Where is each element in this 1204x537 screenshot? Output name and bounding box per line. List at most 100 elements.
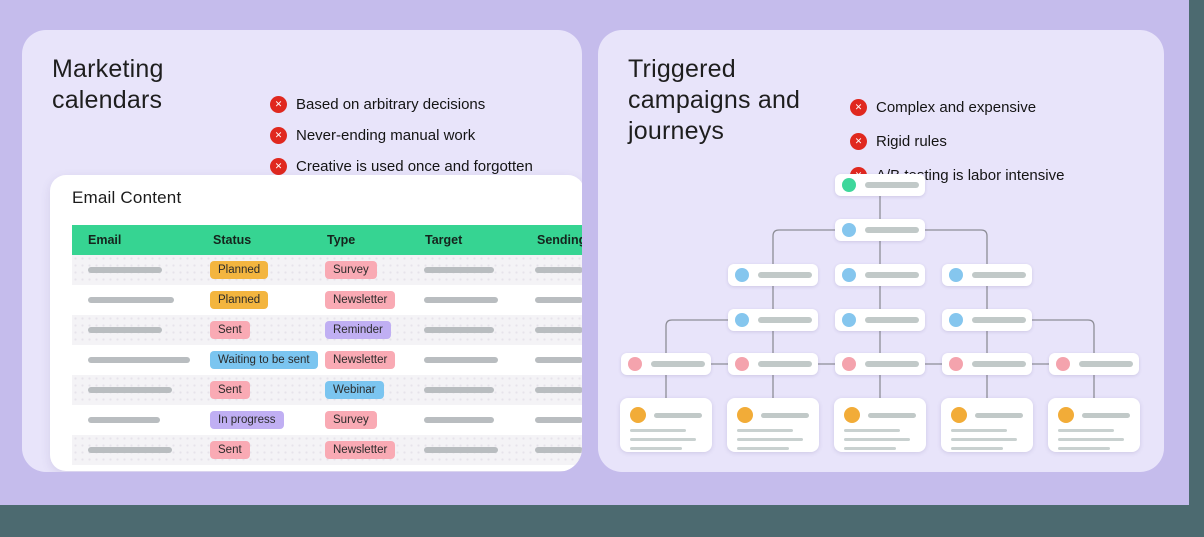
connector-line bbox=[925, 229, 988, 264]
journey-step-node bbox=[728, 353, 818, 375]
node-label-placeholder bbox=[972, 361, 1026, 367]
node-label-placeholder bbox=[865, 272, 919, 278]
type-badge: Newsletter bbox=[325, 441, 396, 459]
email-placeholder-bar bbox=[88, 267, 162, 273]
blue-status-dot-icon bbox=[842, 223, 856, 237]
card-text-placeholder bbox=[951, 438, 1017, 441]
sending-placeholder-bar bbox=[535, 447, 582, 453]
node-label-placeholder bbox=[1079, 361, 1133, 367]
card-title-placeholder bbox=[868, 412, 916, 418]
journey-detail-card bbox=[834, 398, 926, 452]
card-text-placeholder bbox=[844, 447, 896, 450]
orange-status-dot-icon bbox=[630, 407, 646, 423]
card-text-placeholder bbox=[630, 447, 682, 450]
card-text-placeholder bbox=[737, 429, 793, 432]
card-text-placeholder bbox=[630, 438, 696, 441]
column-header-sending: Sending bbox=[537, 233, 582, 247]
card-text-placeholder bbox=[737, 447, 789, 450]
node-label-placeholder bbox=[865, 182, 919, 188]
connector-line bbox=[665, 319, 728, 353]
card-text-placeholder bbox=[1058, 429, 1114, 432]
email-content-title: Email Content bbox=[72, 188, 182, 207]
target-placeholder-bar bbox=[424, 387, 494, 393]
pink-status-dot-icon bbox=[628, 357, 642, 371]
email-placeholder-bar bbox=[88, 387, 172, 393]
x-circle-icon: ✕ bbox=[270, 96, 287, 113]
x-circle-icon: ✕ bbox=[850, 132, 867, 150]
journey-step-node bbox=[835, 353, 925, 375]
card-text-placeholder bbox=[951, 447, 1003, 450]
type-badge: Webinar bbox=[325, 381, 384, 399]
card-title-placeholder bbox=[975, 412, 1023, 418]
node-label-placeholder bbox=[865, 227, 919, 233]
campaign-drawbacks-list: ✕Complex and expensive✕Rigid rules✕A/B t… bbox=[850, 90, 1064, 192]
type-badge: Newsletter bbox=[325, 291, 396, 309]
target-placeholder-bar bbox=[424, 357, 498, 363]
x-circle-icon: ✕ bbox=[270, 158, 287, 175]
type-badge: Newsletter bbox=[325, 351, 396, 369]
x-circle-icon: ✕ bbox=[850, 98, 867, 116]
sending-placeholder-bar bbox=[535, 387, 582, 393]
email-placeholder-bar bbox=[88, 447, 172, 453]
journey-flowchart bbox=[598, 30, 1164, 472]
blue-status-dot-icon bbox=[735, 313, 749, 327]
pink-status-dot-icon bbox=[1056, 357, 1070, 371]
sending-placeholder-bar bbox=[535, 357, 582, 363]
orange-status-dot-icon bbox=[951, 407, 967, 423]
card-text-placeholder bbox=[1058, 438, 1124, 441]
target-placeholder-bar bbox=[424, 447, 498, 453]
green-status-dot-icon bbox=[842, 178, 856, 192]
journey-step-node bbox=[942, 353, 1032, 375]
target-placeholder-bar bbox=[424, 267, 494, 273]
flowchart-connectors bbox=[665, 196, 1095, 398]
node-label-placeholder bbox=[758, 361, 812, 367]
drawback-item: ✕Complex and expensive bbox=[850, 90, 1064, 124]
card-text-placeholder bbox=[737, 438, 803, 441]
journey-step-node bbox=[835, 264, 925, 286]
node-label-placeholder bbox=[865, 361, 919, 367]
drawback-item: ✕Creative is used once and forgotten bbox=[270, 151, 533, 182]
drawback-label: Rigid rules bbox=[876, 132, 947, 150]
connector-line bbox=[772, 229, 835, 264]
status-badge: Planned bbox=[210, 261, 269, 279]
connector-line bbox=[1032, 319, 1095, 353]
card-text-placeholder bbox=[951, 429, 1007, 432]
node-label-placeholder bbox=[972, 317, 1026, 323]
marketing-calendars-panel: Marketing calendars ✕ Based on arbitrary … bbox=[22, 30, 582, 472]
panel-title-marketing-calendars: Marketing calendars bbox=[52, 55, 164, 114]
journey-step-node bbox=[835, 219, 925, 241]
journey-step-node bbox=[835, 174, 925, 196]
journey-detail-card bbox=[727, 398, 819, 452]
card-title-placeholder bbox=[761, 412, 809, 418]
node-label-placeholder bbox=[972, 272, 1026, 278]
journey-step-node bbox=[942, 264, 1032, 286]
email-placeholder-bar bbox=[88, 297, 174, 303]
orange-status-dot-icon bbox=[1058, 407, 1074, 423]
node-label-placeholder bbox=[758, 317, 812, 323]
sending-placeholder-bar bbox=[535, 417, 582, 423]
journey-step-node bbox=[728, 309, 818, 331]
type-badge: Reminder bbox=[325, 321, 391, 339]
sending-placeholder-bar bbox=[535, 267, 582, 273]
node-label-placeholder bbox=[651, 361, 705, 367]
card-text-placeholder bbox=[844, 429, 900, 432]
column-header-email: Email bbox=[88, 233, 122, 247]
email-placeholder-bar bbox=[88, 417, 160, 423]
blue-status-dot-icon bbox=[842, 313, 856, 327]
drawback-label: Based on arbitrary decisions bbox=[296, 96, 486, 113]
card-text-placeholder bbox=[844, 438, 910, 441]
marketing-drawbacks-list: ✕Based on arbitrary decisions✕Never-endi… bbox=[270, 89, 533, 182]
target-placeholder-bar bbox=[424, 327, 494, 333]
column-header-type: Type bbox=[327, 233, 356, 247]
journey-step-node bbox=[621, 353, 711, 375]
blue-status-dot-icon bbox=[949, 313, 963, 327]
triggered-campaigns-panel: Triggered campaigns and journeys ✕Comple… bbox=[598, 30, 1164, 472]
journey-step-node bbox=[1049, 353, 1139, 375]
status-badge: In progress bbox=[210, 411, 284, 429]
journey-detail-card bbox=[941, 398, 1033, 452]
drawback-item: ✕ Rigid rules bbox=[850, 124, 1064, 158]
